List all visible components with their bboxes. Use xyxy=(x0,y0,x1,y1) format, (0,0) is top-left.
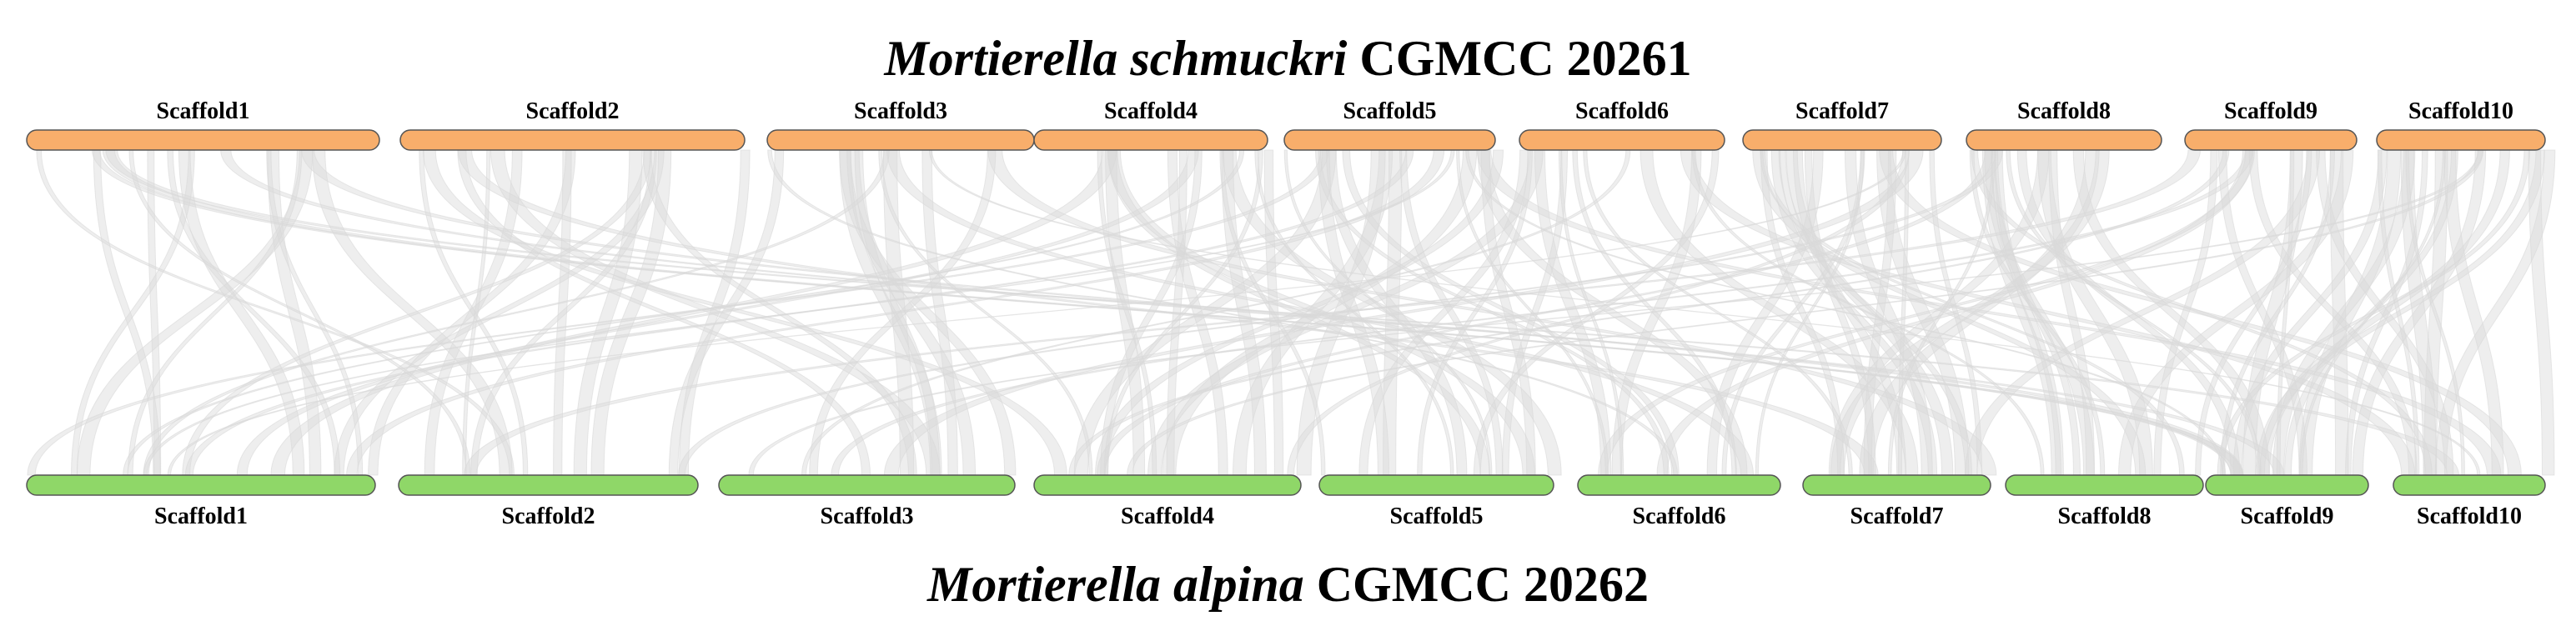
bottom-scaffold-label-1: Scaffold1 xyxy=(154,503,248,529)
bottom-scaffold-label-2: Scaffold2 xyxy=(502,503,595,529)
top-scaffold-label-7: Scaffold7 xyxy=(1795,98,1889,124)
top-scaffold-bar-3 xyxy=(766,129,1035,151)
top-strain-id: CGMCC 20261 xyxy=(1359,31,1692,86)
bottom-scaffold-bar-2 xyxy=(398,474,699,496)
bottom-scaffold-bar-7 xyxy=(1802,474,1991,496)
bottom-scaffold-bar-5 xyxy=(1318,474,1554,496)
top-scaffold-bar-9 xyxy=(2184,129,2358,151)
synteny-link xyxy=(2528,149,2555,476)
synteny-links xyxy=(27,149,2556,476)
top-scaffold-label-10: Scaffold10 xyxy=(2408,98,2513,124)
top-scaffold-label-2: Scaffold2 xyxy=(526,98,620,124)
bottom-scaffold-label-9: Scaffold9 xyxy=(2241,503,2334,529)
synteny-link xyxy=(2118,149,2354,476)
bottom-strain-id: CGMCC 20262 xyxy=(1316,557,1649,612)
top-scaffold-bar-4 xyxy=(1033,129,1268,151)
bottom-scaffold-bar-4 xyxy=(1033,474,1302,496)
bottom-scaffold-label-6: Scaffold6 xyxy=(1633,503,1726,529)
bottom-genome-title: Mortierella alpina CGMCC 20262 xyxy=(0,555,2576,613)
top-scaffold-bar-2 xyxy=(399,129,746,151)
bottom-scaffold-track: Scaffold1 Scaffold2 Scaffold3 Scaffold4 Scaf… xyxy=(26,474,2546,529)
bottom-scaffold-label-5: Scaffold5 xyxy=(1390,503,1484,529)
top-species-name: Mortierella schmuckri xyxy=(884,31,1348,86)
top-genome-title: Mortierella schmuckri CGMCC 20261 xyxy=(0,29,2576,88)
top-scaffold-label-5: Scaffold5 xyxy=(1343,98,1437,124)
bottom-scaffold-label-3: Scaffold3 xyxy=(821,503,914,529)
top-scaffold-bar-5 xyxy=(1283,129,1496,151)
top-scaffold-bar-1 xyxy=(26,129,380,151)
bottom-species-name: Mortierella alpina xyxy=(927,557,1304,612)
bottom-scaffold-label-7: Scaffold7 xyxy=(1850,503,1944,529)
bottom-scaffold-label-8: Scaffold8 xyxy=(2058,503,2152,529)
top-scaffold-label-1: Scaffold1 xyxy=(157,98,250,124)
synteny-link xyxy=(368,149,576,476)
synteny-link xyxy=(147,149,162,476)
top-scaffold-bar-8 xyxy=(1966,129,2162,151)
top-scaffold-label-8: Scaffold8 xyxy=(2017,98,2111,124)
bottom-scaffold-bar-3 xyxy=(718,474,1016,496)
top-scaffold-label-6: Scaffold6 xyxy=(1575,98,1669,124)
bottom-scaffold-bar-10 xyxy=(2393,474,2546,496)
top-scaffold-track: Scaffold1 Scaffold2 Scaffold3 Scaffold4 Scaf… xyxy=(26,98,2546,151)
bottom-scaffold-bar-8 xyxy=(2005,474,2204,496)
bottom-scaffold-label-4: Scaffold4 xyxy=(1121,503,1214,529)
top-scaffold-label-4: Scaffold4 xyxy=(1104,98,1198,124)
bottom-scaffold-label-10: Scaffold10 xyxy=(2417,503,2522,529)
top-scaffold-label-9: Scaffold9 xyxy=(2224,98,2317,124)
top-scaffold-label-3: Scaffold3 xyxy=(854,98,947,124)
bottom-scaffold-bar-6 xyxy=(1577,474,1781,496)
top-scaffold-bar-6 xyxy=(1519,129,1725,151)
bottom-scaffold-bar-1 xyxy=(26,474,376,496)
top-scaffold-bar-7 xyxy=(1742,129,1942,151)
synteny-link xyxy=(1219,149,1326,476)
synteny-link xyxy=(839,149,1017,476)
top-scaffold-bar-10 xyxy=(2376,129,2546,151)
bottom-scaffold-bar-9 xyxy=(2205,474,2369,496)
synteny-link xyxy=(2195,149,2312,476)
